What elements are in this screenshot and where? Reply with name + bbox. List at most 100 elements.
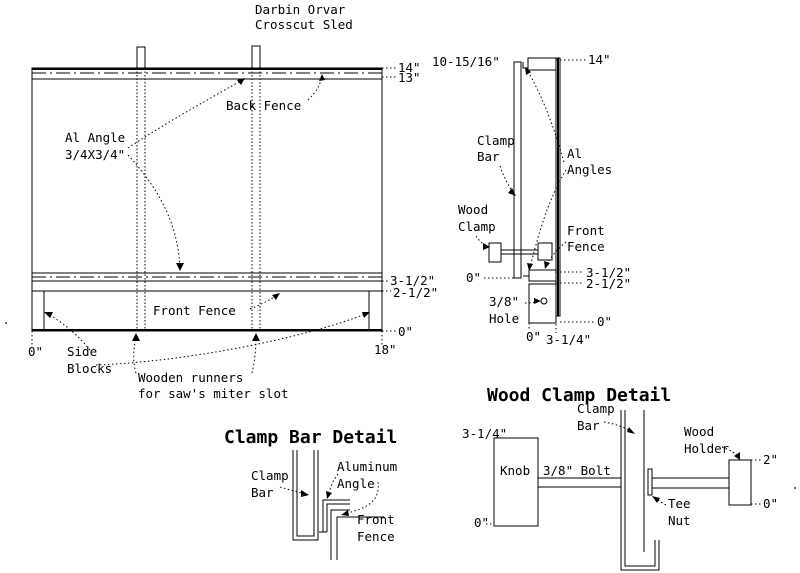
wc-clamp-bar-label-1: Clamp [577, 401, 615, 416]
detail-arrowhead-aluminum [326, 491, 332, 499]
side-dim-10-15-16: 10-15/16" [432, 54, 500, 69]
side-dim-0-left: 0" [466, 270, 481, 285]
arrowhead-side-block-right [362, 312, 370, 318]
side-clamp-bar-label-1: Clamp [477, 133, 515, 148]
wood-clamp-detail: Wood Clamp Detail Knob 3/8" Bolt Clamp B… [462, 385, 778, 571]
side-hole-label-1: 3/8" [489, 294, 519, 309]
wood-holder [728, 459, 752, 506]
side-front-fence-label-1: Front [567, 223, 605, 238]
side-dim-3-1-4: 3-1/4" [546, 332, 591, 347]
arrowhead-al-angle-front [176, 263, 184, 271]
wood-clamp-knob-side [488, 242, 502, 263]
side-block-right [368, 290, 383, 332]
al-angle-bottom [523, 268, 530, 277]
side-wood-clamp-label-2: Clamp [458, 219, 496, 234]
detail-arrowhead-clamp-bar [301, 490, 309, 497]
knob-label: Knob [500, 463, 530, 478]
side-arrowhead-al-angle-top [525, 67, 531, 75]
wc-tee-nut-label-2: Nut [668, 513, 691, 528]
leader-runner-left [133, 335, 137, 374]
front-fence-strip [528, 269, 557, 282]
detail-clamp-bar-inner [296, 450, 315, 537]
title-line-1: Darbin Orvar [255, 2, 346, 17]
side-dim-3-5: 3-1/2" [586, 265, 631, 280]
arrowhead-al-angle-back [237, 78, 245, 85]
leader-front-fence [249, 294, 278, 310]
stray-dot-left [5, 322, 7, 324]
wc-dim-0-holder: 0" [763, 496, 778, 511]
detail-front-fence-edge [336, 516, 384, 560]
detail-aluminum-angle-inner [326, 503, 350, 532]
wood-holder-side [537, 242, 553, 261]
arrowhead-front-fence [272, 293, 280, 300]
detail-leader-front-fence [342, 481, 379, 515]
side-dim-2-5: 2-1/2" [586, 276, 631, 291]
dim-2-5: 2-1/2" [393, 285, 438, 300]
dim-3-5: 3-1/2" [390, 273, 435, 288]
tee-nut [647, 468, 653, 496]
side-blocks-label-2: Blocks [67, 361, 112, 376]
dim-bottom-0: 0" [28, 344, 43, 359]
side-leader-wood-clamp [475, 235, 489, 247]
side-block-left [31, 290, 45, 332]
stray-dot-right [794, 487, 796, 489]
side-arrowhead-al-angle-bottom [527, 263, 533, 271]
dim-bottom-18: 18" [374, 342, 397, 357]
detail-clamp-bar-outer [292, 450, 319, 541]
side-arrowhead-hole [534, 298, 541, 304]
wc-arrowhead-clamp-bar [627, 427, 635, 434]
leader-al-angle-back [127, 79, 243, 149]
side-dim-14: 14" [588, 52, 611, 67]
detail-aluminum-label-2: Angle [337, 476, 375, 491]
wood-clamp-bar-inner [624, 410, 656, 567]
back-fence-label: Back Fence [226, 98, 301, 113]
dim-0: 0" [398, 324, 413, 339]
side-al-angles-label-2: Angles [567, 162, 612, 177]
detail-front-fence [330, 509, 350, 560]
front-fence-block [528, 283, 557, 324]
dim-13: 13" [398, 70, 421, 85]
side-clamp-bar-label-2: Bar [477, 149, 500, 164]
clamp-bar-side [513, 61, 522, 279]
front-fence-label: Front Fence [153, 303, 236, 318]
runner-stub-right [251, 45, 261, 69]
detail-front-fence-label-2: Fence [357, 529, 395, 544]
detail-arrowhead-front-fence [341, 510, 349, 516]
side-leader-hole [524, 300, 541, 304]
wc-dim-2: 2" [763, 452, 778, 467]
wc-arrowhead-tee-nut [652, 496, 660, 503]
wc-dim-3-1-4: 3-1/4" [462, 426, 507, 441]
side-view: 10-15/16" 14" 3-1/2" 2-1/2" 0" 0" 0" 3-1… [432, 52, 631, 347]
al-angle-label-1: Al Angle [65, 130, 125, 145]
side-dim-0-bottom: 0" [526, 329, 541, 344]
wc-clamp-bar-label-2: Bar [577, 418, 600, 433]
arrowhead-runner-right [252, 333, 260, 341]
arrowhead-back-fence [319, 74, 325, 81]
side-front-fence-label-2: Fence [567, 239, 605, 254]
wc-tee-nut-label-1: Tee [668, 496, 691, 511]
knob [493, 437, 539, 527]
side-leader-al-angle-bottom [529, 169, 567, 269]
clamp-bar-detail: Clamp Bar Detail Clamp Bar Aluminum Angl… [224, 427, 397, 560]
top-view: 14" 13" 3-1/2" 2-1/2" 0" 0" 18" Back Fen… [28, 45, 438, 401]
wc-wood-holder-label-1: Wood [684, 424, 714, 439]
detail-clamp-bar-label-1: Clamp [251, 468, 289, 483]
side-blocks-label-1: Side [67, 344, 97, 359]
side-arrowhead-clamp-bar [508, 188, 516, 196]
side-leader-al-angle-top [526, 69, 565, 163]
back-fence-block [527, 57, 557, 71]
runners-label-2: for saw's miter slot [138, 386, 289, 401]
leader-al-angle-front [127, 154, 181, 269]
side-wood-clamp-label-1: Wood [458, 202, 488, 217]
side-hole-label-2: Hole [489, 311, 519, 326]
wc-leader-clamp-bar [603, 421, 633, 433]
arrowhead-runner-left [132, 333, 140, 341]
side-dim-0-right: 0" [597, 314, 612, 329]
bolt-label: 3/8" Bolt [543, 463, 611, 478]
al-angle-label-2: 3/4X3/4" [65, 147, 125, 162]
runner-stub-left [136, 46, 146, 69]
leader-runner-right [251, 335, 257, 374]
wc-dim-0-knob: 0" [474, 515, 489, 530]
side-arrowhead-wood-clamp [483, 243, 490, 250]
